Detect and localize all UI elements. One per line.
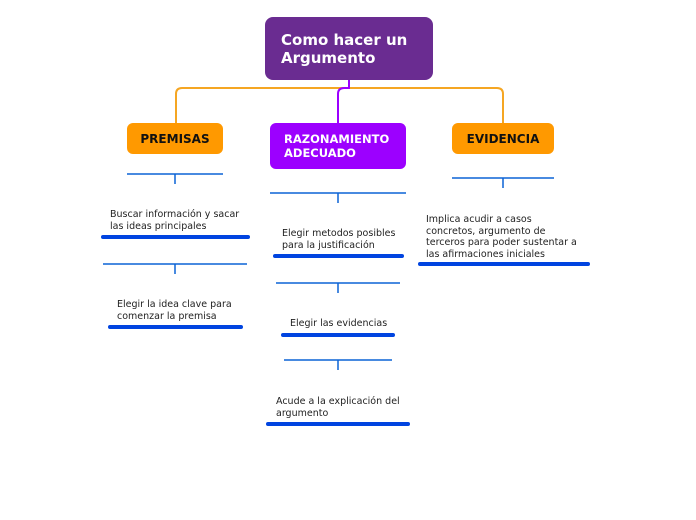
- leaf-acude-explicacion[interactable]: Acude a la explicación del argumento: [276, 396, 400, 419]
- connector-root-premisas: [175, 80, 350, 123]
- leaf-elegir-idea-clave[interactable]: Elegir la idea clave para comenzar la pr…: [117, 299, 232, 322]
- leaf-buscar-informacion[interactable]: Buscar información y sacar las ideas pri…: [110, 209, 240, 232]
- branch-razonamiento-adecuado[interactable]: RAZONAMIENTO ADECUADO: [270, 123, 406, 169]
- leaf-elegir-evidencias[interactable]: Elegir las evidencias: [290, 318, 388, 329]
- branch-evidencia[interactable]: EVIDENCIA: [452, 123, 554, 154]
- leaf-elegir-metodos[interactable]: Elegir metodos posibles para la justific…: [282, 228, 396, 251]
- branch-premisas[interactable]: PREMISAS: [127, 123, 223, 154]
- connector-root-evidencia: [349, 87, 504, 123]
- central-topic[interactable]: Como hacer un Argumento: [265, 17, 433, 80]
- connector-root-razonamiento: [337, 80, 350, 123]
- leaf-implica-acudir[interactable]: Implica acudir a casos concretos, argume…: [426, 214, 577, 260]
